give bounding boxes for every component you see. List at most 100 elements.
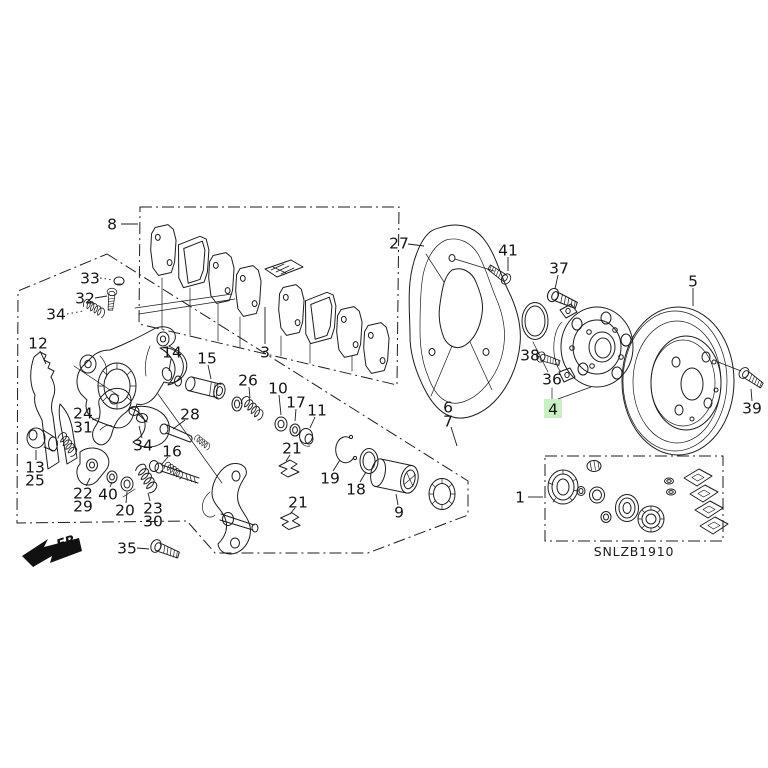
assembly-boxes	[16, 206, 724, 554]
leader-line-33	[99, 277, 114, 281]
part-label-38[interactable]: 38	[520, 347, 540, 365]
part-label-3[interactable]: 3	[260, 344, 270, 362]
part-label-9[interactable]: 9	[394, 504, 404, 522]
bracket-24-31	[92, 387, 132, 446]
leader-line-21	[285, 454, 291, 462]
leader-line-17	[294, 408, 297, 422]
fr-direction-indicator: FR.	[22, 531, 82, 567]
kit-bearing-seal	[637, 505, 665, 533]
part-label-1[interactable]: 1	[515, 489, 525, 507]
pad-retainer-clip-21	[279, 511, 302, 531]
part-label-17[interactable]: 17	[286, 394, 306, 412]
part-label-40[interactable]: 40	[98, 486, 118, 504]
part-label-6[interactable]: 6	[443, 399, 453, 417]
part-label-13[interactable]: 13	[25, 459, 45, 477]
kit-bracket-36	[532, 341, 592, 402]
leader-lines	[35, 223, 753, 550]
caliper-body	[73, 293, 236, 484]
part-label-4[interactable]: 4	[548, 401, 558, 419]
part-label-8[interactable]: 8	[107, 216, 117, 234]
bleed-parts	[80, 276, 125, 319]
part-label-16[interactable]: 16	[162, 443, 182, 461]
part-label-27[interactable]: 27	[389, 235, 409, 253]
part-label-22[interactable]: 22	[73, 485, 93, 503]
part-label-35[interactable]: 35	[117, 540, 137, 558]
pin-boot-14	[161, 367, 173, 381]
part-label-18[interactable]: 18	[346, 481, 366, 499]
part-label-5[interactable]: 5	[688, 273, 698, 291]
part-label-31[interactable]: 31	[73, 419, 93, 437]
part-label-20[interactable]: 20	[115, 502, 135, 520]
rod-spring-16	[149, 460, 200, 484]
leader-line-14	[168, 358, 172, 372]
kit-tiny-rings	[664, 477, 676, 496]
kit-shim	[683, 468, 713, 487]
kit-shim	[699, 516, 729, 535]
hub-bearing-unit	[521, 286, 634, 402]
part-label-11[interactable]: 11	[307, 402, 327, 420]
leader-line-11	[309, 416, 316, 429]
bleeder-cap	[113, 276, 125, 286]
part-label-36[interactable]: 36	[542, 371, 562, 389]
leader-line-30	[147, 492, 151, 502]
part-label-26[interactable]: 26	[238, 372, 258, 390]
leader-line-34	[138, 425, 143, 439]
leader-line-29	[85, 477, 91, 487]
sleeve-piston-15	[185, 376, 226, 400]
part-label-34[interactable]: 34	[133, 437, 153, 455]
part-label-30[interactable]: 30	[143, 513, 163, 531]
fr-label: FR.	[55, 531, 82, 552]
seal-kit-contents	[547, 460, 729, 535]
kit-ring-small	[600, 511, 612, 523]
part-label-25[interactable]: 25	[25, 472, 45, 490]
part-label-15[interactable]: 15	[197, 350, 217, 368]
outer-shim	[276, 283, 307, 337]
leader-line-39	[750, 388, 753, 402]
part-label-23[interactable]: 23	[143, 500, 163, 518]
part-label-41[interactable]: 41	[498, 242, 518, 260]
part-label-29[interactable]: 29	[73, 498, 93, 516]
adjuster-parts-left	[26, 387, 302, 562]
kit-boot-2	[615, 494, 639, 522]
part-label-24[interactable]: 24	[73, 405, 93, 423]
bolt-washer-34	[128, 406, 148, 423]
part-label-28[interactable]: 28	[180, 406, 200, 424]
bleed-screw	[105, 287, 118, 312]
part-label-33[interactable]: 33	[80, 270, 100, 288]
adjuster-11	[299, 428, 314, 447]
pad-retainer	[233, 264, 264, 318]
leader-line-12	[39, 350, 47, 365]
part-label-7[interactable]: 7	[443, 413, 453, 431]
part-label-12[interactable]: 12	[28, 335, 48, 353]
bushing-20	[120, 476, 134, 492]
piston-boot	[547, 469, 579, 505]
caliper-piston-9	[370, 458, 419, 494]
part-label-37[interactable]: 37	[549, 260, 569, 278]
part-label-14[interactable]: 14	[162, 344, 182, 362]
part-label-34[interactable]: 34	[46, 306, 66, 324]
outer-shim	[148, 223, 179, 277]
part-label-32[interactable]: 32	[75, 290, 95, 308]
leader-line-20	[125, 491, 128, 504]
knurled-nut	[231, 396, 243, 412]
part-label-21[interactable]: 21	[282, 440, 302, 458]
o-ring	[521, 302, 549, 340]
parking-lever	[30, 351, 78, 470]
leader-line-7	[450, 426, 458, 447]
piston-bore-parts	[161, 367, 456, 510]
inner-shim	[206, 251, 237, 305]
part-label-10[interactable]: 10	[268, 380, 288, 398]
caliper-box-6-7	[16, 253, 469, 554]
rotor-set-bolt-39	[736, 365, 766, 391]
grease-packet	[264, 259, 304, 278]
leader-line-10	[278, 394, 282, 416]
mounting-bolt-35	[148, 537, 182, 562]
part-label-39[interactable]: 39	[742, 400, 762, 418]
leader-line-26	[248, 386, 251, 399]
part-label-21[interactable]: 21	[288, 494, 308, 512]
adjuster-spring-26	[236, 394, 268, 422]
kit-shim	[689, 484, 719, 503]
part-label-19[interactable]: 19	[320, 470, 340, 488]
kit-cap	[586, 460, 602, 472]
